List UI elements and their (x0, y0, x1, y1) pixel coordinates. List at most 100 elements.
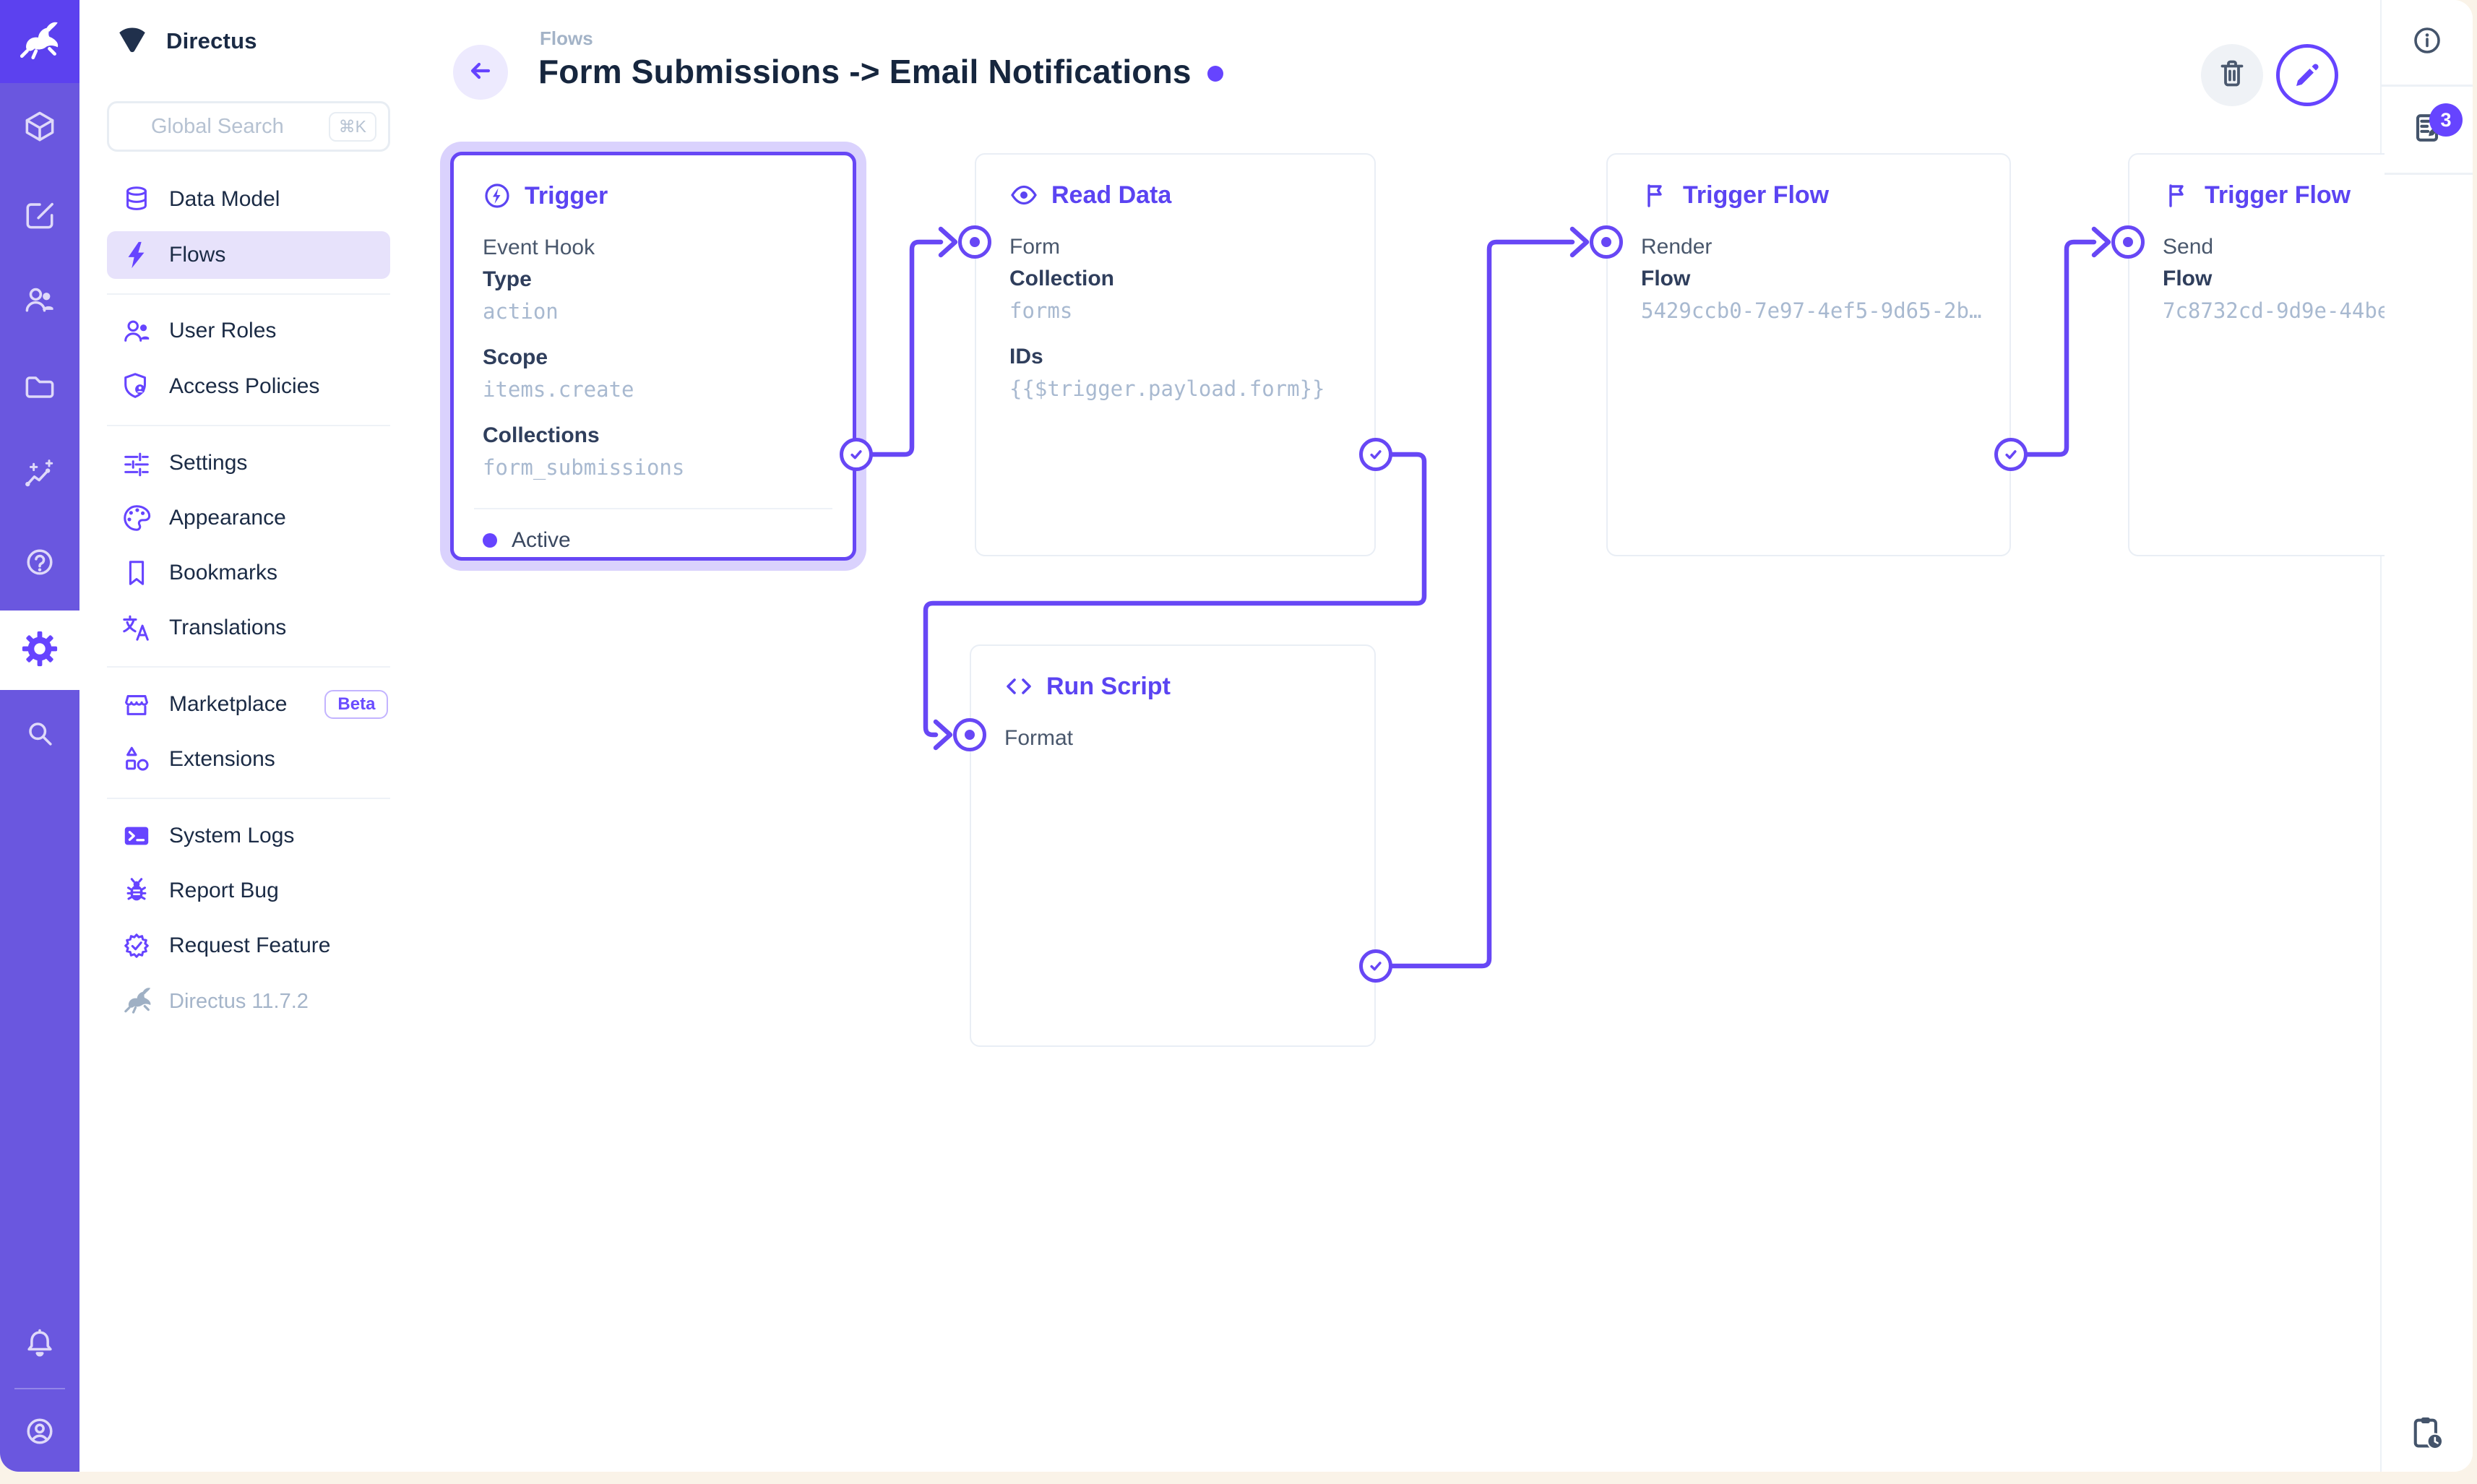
sidebar-item-label: Appearance (169, 506, 286, 530)
module-bar (0, 0, 79, 1472)
sidebar-item-marketplace[interactable]: Marketplace Beta (107, 681, 390, 728)
delete-flow-button[interactable] (2201, 44, 2263, 106)
input-connector[interactable] (1590, 225, 1623, 259)
sidebar-item-request-feature[interactable]: Request Feature (107, 922, 390, 970)
panel-read-data[interactable]: Read Data Form Collection forms IDs {{$t… (975, 153, 1376, 556)
panel-title: Read Data (1051, 181, 1172, 209)
page-title: Form Submissions -> Email Notifications (538, 53, 1192, 90)
panel-title: Trigger (525, 181, 608, 210)
output-connector-resolve[interactable] (1359, 949, 1392, 983)
operation-name: Format (1004, 726, 1074, 750)
bell-icon (21, 1326, 59, 1367)
module-settings-button[interactable] (0, 611, 79, 690)
module-users-button[interactable] (0, 261, 79, 340)
panel-trigger-header: Trigger (483, 180, 824, 212)
sidebar-item-data-model[interactable]: Data Model (107, 176, 390, 223)
bug-icon (121, 876, 152, 906)
flow-canvas[interactable]: Trigger Event Hook Type action Scope ite… (390, 0, 2385, 1472)
module-insights-button[interactable] (0, 437, 79, 517)
field-value: 7c8732cd-9d9e-44be (2163, 298, 2385, 323)
user-avatar-icon (21, 1412, 59, 1454)
page-title-row: Form Submissions -> Email Notifications (538, 52, 1223, 91)
activity-sparkline-icon (21, 457, 59, 498)
edit-flow-button[interactable] (2276, 44, 2338, 106)
field-label: Collections (483, 423, 600, 447)
operation-name: Render (1641, 235, 1713, 259)
sidebar-item-system-logs[interactable]: System Logs (107, 812, 390, 860)
module-content-button[interactable] (0, 88, 79, 168)
rabbit-logo-gray-icon (121, 985, 155, 1018)
global-search-input[interactable]: Global Search ⌘K (107, 101, 390, 152)
account-button[interactable] (0, 1393, 79, 1472)
panel-trigger-flow-render[interactable]: Trigger Flow Render Flow 5429ccb0-7e97-4… (1606, 153, 2011, 556)
sidebar-item-flows[interactable]: Flows (107, 231, 390, 279)
module-search-button[interactable] (0, 695, 79, 775)
active-status-dot (483, 533, 497, 548)
activity-history-button[interactable] (2382, 1402, 2473, 1467)
output-connector-resolve[interactable] (1359, 438, 1392, 471)
sidebar-item-extensions[interactable]: Extensions (107, 735, 390, 783)
panel-trigger-flow-header: Trigger Flow (1641, 179, 1981, 211)
trigger-type-name: Event Hook (483, 236, 595, 259)
bolt-icon (121, 240, 152, 270)
workspace-fan-icon (116, 24, 149, 58)
sidebar-item-access-policies[interactable]: Access Policies (107, 363, 390, 410)
sidebar-item-label: Bookmarks (169, 561, 278, 584)
input-connector[interactable] (958, 225, 991, 259)
panel-trigger-flow-header: Trigger Flow (2163, 179, 2385, 211)
sliders-icon (121, 448, 152, 478)
rail-divider (2382, 173, 2473, 175)
directus-logo-button[interactable] (0, 0, 79, 83)
panel-title: Trigger Flow (1683, 181, 1830, 209)
panel-trigger-flow-send[interactable]: Trigger Flow Send Flow 7c8732cd-9d9e-44b… (2128, 153, 2385, 556)
shapes-icon (121, 744, 152, 775)
people-icon (121, 316, 152, 346)
eye-icon (1009, 181, 1038, 210)
pencil-icon (2291, 58, 2323, 93)
bookmark-icon (121, 558, 152, 588)
status-row: Active (483, 525, 824, 556)
notifications-button[interactable] (0, 1306, 79, 1386)
panel-trigger[interactable]: Trigger Event Hook Type action Scope ite… (450, 152, 856, 561)
sidebar-item-settings[interactable]: Settings (107, 439, 390, 487)
sidebar-item-appearance[interactable]: Appearance (107, 494, 390, 542)
back-button[interactable] (453, 45, 508, 100)
sidebar-item-label: Translations (169, 616, 287, 639)
info-sidebar-button[interactable] (2382, 0, 2473, 84)
module-files-button[interactable] (0, 349, 79, 428)
folder-icon (21, 368, 59, 410)
output-connector-resolve[interactable] (1994, 438, 2028, 471)
field-label: IDs (1009, 345, 1043, 368)
sidebar-item-label: Data Model (169, 187, 280, 211)
field-value: {{$trigger.payload.form}} (1009, 376, 1325, 401)
input-connector[interactable] (953, 718, 986, 751)
field-label: Flow (2163, 267, 2213, 290)
breadcrumb[interactable]: Flows (540, 27, 593, 49)
module-editor-button[interactable] (0, 176, 79, 256)
search-shortcut-kbd: ⌘K (328, 111, 376, 142)
main-area: Trigger Event Hook Type action Scope ite… (390, 0, 2385, 1472)
field-label: Scope (483, 345, 548, 369)
code-icon (1004, 672, 1033, 701)
input-connector[interactable] (2111, 225, 2145, 259)
sidebar-item-label: Flows (169, 243, 226, 267)
sidebar-divider (107, 798, 390, 799)
sidebar-item-report-bug[interactable]: Report Bug (107, 867, 390, 915)
sidebar-item-user-roles[interactable]: User Roles (107, 307, 390, 355)
logs-sidebar-button[interactable]: 3 (2382, 86, 2473, 173)
gear-icon (20, 629, 59, 672)
panel-run-script[interactable]: Run Script Format (970, 644, 1376, 1047)
sidebar-item-label: Marketplace (169, 692, 288, 716)
sidebar-item-translations[interactable]: Translations (107, 604, 390, 652)
field-value: 5429ccb0-7e97-4ef5-9d65-2b… (1641, 298, 1982, 323)
module-bar-divider (14, 1388, 65, 1389)
rail-divider (2382, 85, 2473, 87)
output-connector-resolve[interactable] (840, 438, 873, 471)
workspace-header[interactable]: Directus (116, 24, 257, 58)
panel-title: Trigger Flow (2205, 181, 2351, 209)
module-docs-button[interactable] (0, 524, 79, 603)
sidebar-item-label: Extensions (169, 747, 275, 771)
translate-icon (121, 613, 152, 643)
sidebar-item-bookmarks[interactable]: Bookmarks (107, 549, 390, 597)
